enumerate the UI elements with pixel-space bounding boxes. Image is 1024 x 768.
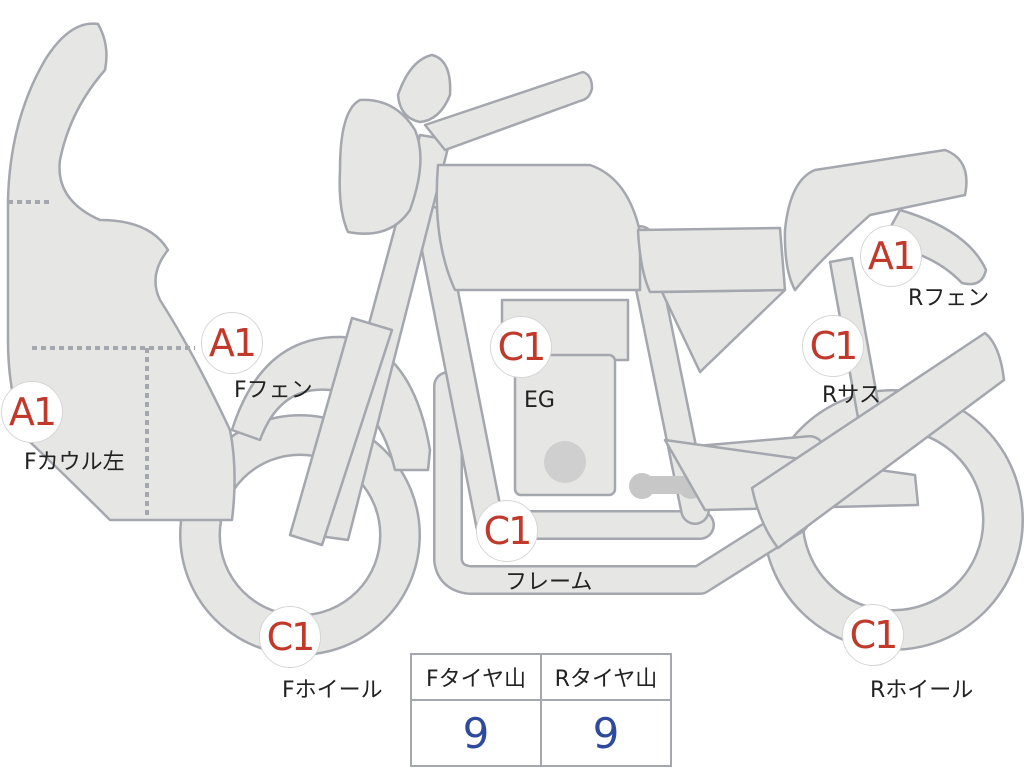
value-front-tire-tread: 9	[410, 699, 542, 767]
label-engine: EG	[524, 388, 555, 413]
side-cover	[660, 288, 787, 374]
label-r-suspension: Rサス	[822, 383, 881, 408]
label-r-wheel: Rホイール	[870, 678, 974, 703]
value-rear-tire-tread: 9	[540, 699, 672, 767]
badge-r-suspension: C1	[802, 315, 864, 377]
label-r-fender: Rフェン	[908, 286, 990, 311]
fuel-tank	[435, 163, 642, 292]
label-frame: フレーム	[505, 570, 593, 595]
headlight	[338, 98, 422, 235]
header-rear-tire-tread: Rタイヤ山	[540, 653, 672, 701]
seat-front	[636, 226, 787, 294]
label-f-wheel: Fホイール	[282, 678, 383, 703]
mirror	[396, 53, 452, 124]
label-f-cowl-left: Fカウル左	[24, 450, 125, 475]
header-front-tire-tread: Fタイヤ山	[410, 653, 542, 701]
front-cowl	[6, 22, 236, 522]
label-f-fender: Fフェン	[234, 378, 313, 403]
handlebar	[423, 70, 594, 152]
badge-r-wheel: C1	[842, 604, 904, 666]
badge-frame: C1	[476, 500, 538, 562]
badge-f-fender: A1	[201, 312, 263, 374]
badge-f-cowl-left: A1	[1, 381, 63, 443]
badge-r-fender: A1	[860, 225, 922, 287]
badge-f-wheel: C1	[259, 606, 321, 668]
tire-tread-table: Fタイヤ山 Rタイヤ山 9 9	[410, 653, 672, 767]
badge-engine: C1	[490, 316, 552, 378]
seat-rear	[783, 148, 968, 292]
muffler	[750, 331, 1006, 550]
